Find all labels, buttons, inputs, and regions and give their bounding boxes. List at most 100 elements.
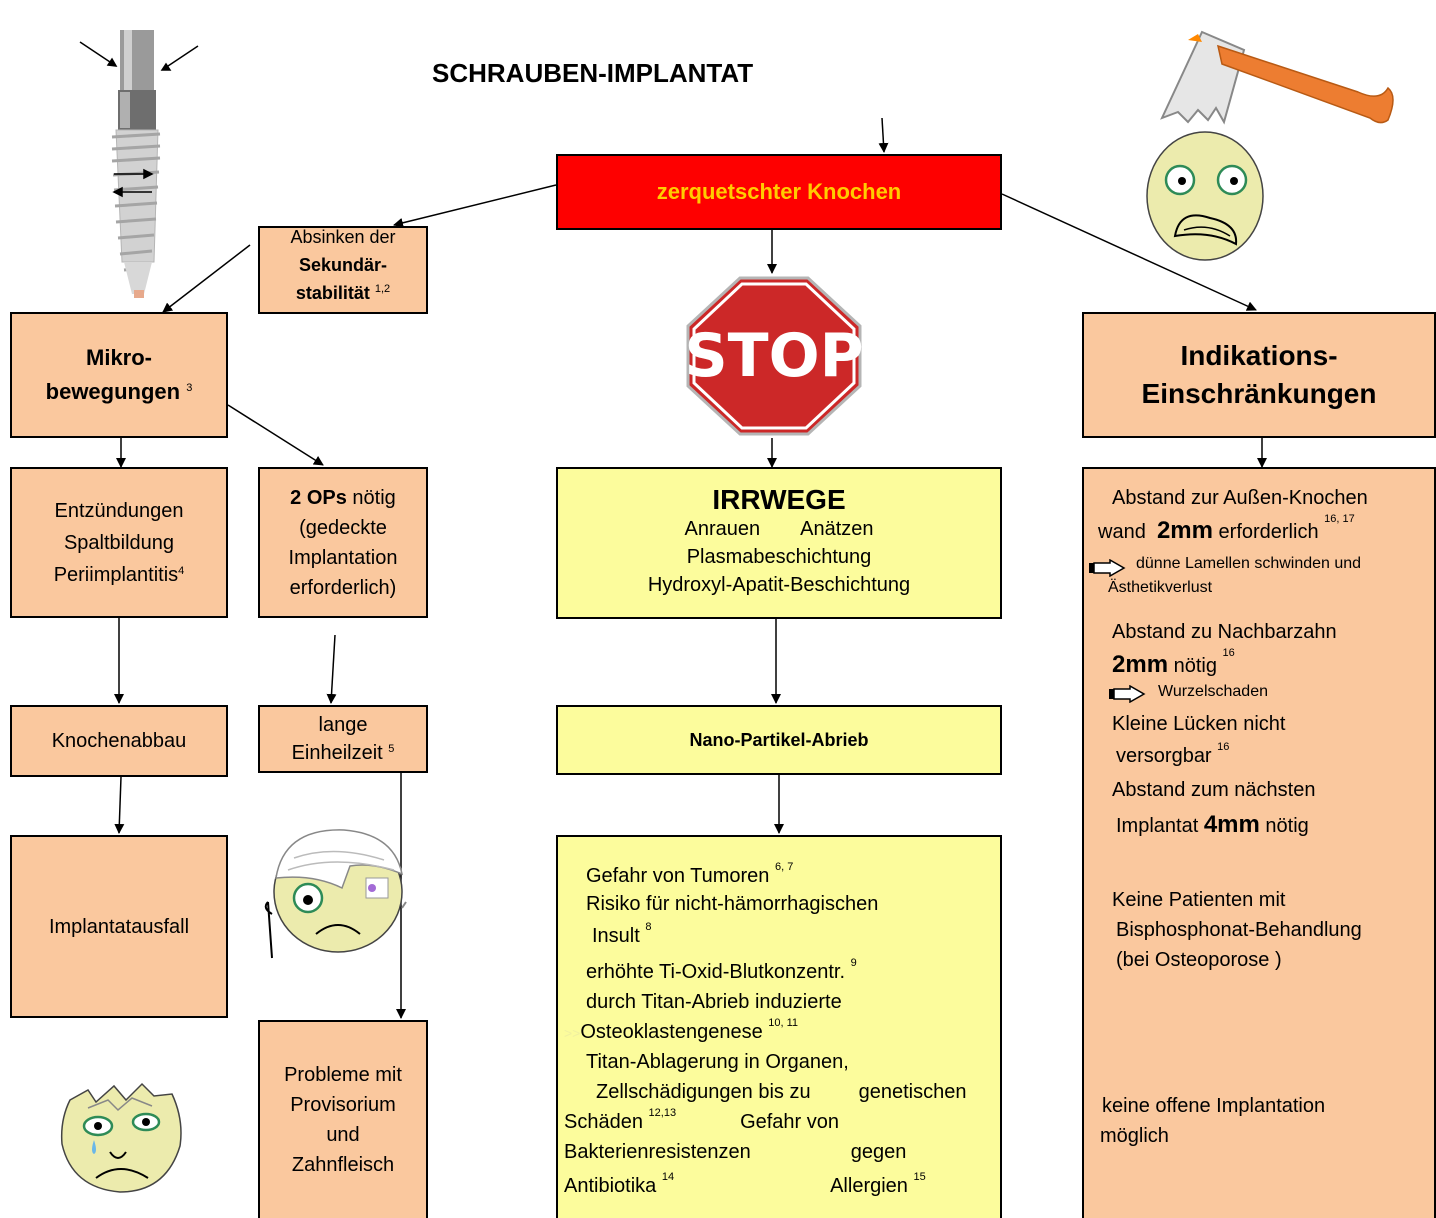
risk-l9b: Gefahr von bbox=[740, 1111, 840, 1133]
indik-d2a: Implantat bbox=[1116, 815, 1199, 837]
knochenabbau-box: Knochenabbau bbox=[10, 705, 228, 777]
risk-l6-ref: 10, 11 bbox=[768, 1017, 799, 1029]
probleme-box: Probleme mit Provisorium und Zahnfleisch bbox=[258, 1020, 428, 1218]
ops-bold: 2 OPs bbox=[290, 486, 347, 509]
arrow-right-outline-icon bbox=[1109, 685, 1146, 703]
indik-c2-ref: 16 bbox=[1217, 741, 1230, 753]
risk-l9-ref: 12,13 bbox=[648, 1107, 677, 1119]
sekundaerstabilitaet-box: Absinken der Sekundär- stabilität 1,2 bbox=[258, 226, 428, 314]
indik-a2a: wand bbox=[1098, 521, 1146, 543]
entz-line3: Periimplantitis bbox=[53, 563, 179, 586]
indik-a3: dünne Lamellen schwinden und bbox=[1136, 555, 1362, 572]
implant-screw-icon bbox=[79, 30, 199, 298]
indik-b3: Wurzelschaden bbox=[1158, 683, 1268, 700]
mikrobewegungen-box: Mikro- bewegungen 3 bbox=[10, 312, 228, 438]
indik-line2: Einschränkungen bbox=[1141, 378, 1377, 409]
risk-l8b: genetischen bbox=[858, 1081, 967, 1103]
irrwege-line2: Plasmabeschichtung bbox=[686, 546, 872, 568]
indik-b2-ref: 16 bbox=[1222, 647, 1235, 659]
indik-e3: (bei Osteoporose ) bbox=[1116, 949, 1282, 971]
mikro-line1: Mikro- bbox=[86, 345, 152, 370]
indikation-list-box: Abstand zur Außen-Knochen wand 2mm erfor… bbox=[1082, 467, 1436, 1218]
stop-sign-icon: STOP bbox=[684, 276, 864, 436]
ops-line3: Implantation bbox=[288, 546, 398, 569]
arrow-into-top bbox=[878, 117, 889, 153]
einheil-line2: Einheilzeit bbox=[291, 742, 383, 764]
page-title: SCHRAUBEN-IMPLANTAT bbox=[432, 58, 754, 88]
risk-l11b-ref: 15 bbox=[913, 1171, 926, 1183]
probleme-line2: Provisorium bbox=[290, 1094, 396, 1116]
arrow-sekundaer-to-mikro bbox=[162, 244, 251, 313]
ausfall-label: Implantatausfall bbox=[48, 915, 190, 938]
irrwege-anrauen: Anrauen bbox=[684, 518, 761, 540]
indik-f1: keine offene Implantation bbox=[1102, 1095, 1326, 1117]
risk-l11b: Allergien bbox=[830, 1175, 908, 1197]
indik-e2: Bisphosphonat-Behandlung bbox=[1116, 919, 1362, 941]
bandaged-face-icon bbox=[264, 829, 407, 959]
ops-line4: erforderlich) bbox=[289, 576, 397, 599]
entz-line1: Entzündungen bbox=[54, 499, 184, 522]
risk-l10b: gegen bbox=[850, 1141, 907, 1163]
risk-l1-ref: 6, 7 bbox=[775, 861, 794, 873]
risk-l11a: Antibiotika bbox=[564, 1175, 657, 1197]
stop-text: STOP bbox=[684, 321, 863, 391]
indik-a2b: 2mm bbox=[1156, 517, 1213, 544]
risk-l4-ref: 9 bbox=[850, 957, 857, 969]
risks-box: Gefahr von Tumoren 6, 7 Risiko für nicht… bbox=[556, 835, 1002, 1218]
zwei-ops-box: 2 OPs nötig (gedeckte Implantation erfor… bbox=[258, 467, 428, 618]
indik-a2c: erforderlich bbox=[1218, 521, 1319, 543]
sekundaer-line1: Absinken der bbox=[290, 227, 396, 247]
arrow-mikro-to-ops bbox=[227, 404, 324, 466]
nano-label: Nano-Partikel-Abrieb bbox=[689, 729, 869, 750]
risk-l3-ref: 8 bbox=[645, 921, 652, 933]
arrow-top-to-sekundaer bbox=[393, 184, 557, 228]
knochenabbau-label: Knochenabbau bbox=[51, 730, 187, 752]
entz-ref: 4 bbox=[178, 564, 185, 577]
risk-l5: durch Titan-Abrieb induzierte bbox=[586, 991, 842, 1013]
ops-rest: nötig bbox=[346, 486, 396, 509]
probleme-line3: und bbox=[326, 1124, 360, 1146]
arrow-right-outline-icon bbox=[1089, 559, 1126, 577]
worried-face-icon bbox=[1146, 131, 1264, 261]
cracked-crying-face-icon bbox=[60, 1082, 182, 1193]
arrow-top-to-indik bbox=[1001, 193, 1257, 311]
indik-a1: Abstand zur Außen-Knochen bbox=[1112, 487, 1368, 509]
indik-d2c: nötig bbox=[1265, 815, 1309, 837]
indik-d2b: 4mm bbox=[1203, 811, 1260, 838]
indik-b1: Abstand zu Nachbarzahn bbox=[1112, 621, 1337, 643]
indik-b2a: 2mm bbox=[1112, 651, 1169, 678]
mikro-line2: bewegungen bbox=[45, 379, 181, 404]
risk-l8a: Zellschädigungen bis zu bbox=[596, 1081, 811, 1103]
sekundaer-line2: Sekundär- bbox=[298, 255, 388, 275]
risk-l1: Gefahr von Tumoren bbox=[586, 865, 770, 887]
indikations-einschraenkungen-box: Indikations- Einschränkungen bbox=[1082, 312, 1436, 438]
risk-l9a: Schäden bbox=[564, 1111, 643, 1133]
entz-line2: Spaltbildung bbox=[63, 531, 175, 554]
risk-l11-ref: 14 bbox=[661, 1171, 675, 1183]
einheilzeit-box: lange Einheilzeit 5 bbox=[258, 705, 428, 773]
risk-l3: Insult bbox=[592, 925, 640, 947]
irrwege-line3: Hydroxyl-Apatit-Beschichtung bbox=[647, 574, 911, 596]
probleme-line4: Zahnfleisch bbox=[291, 1154, 395, 1176]
risk-l6: Osteoklastengenese bbox=[580, 1021, 763, 1043]
indik-d1: Abstand zum nächsten bbox=[1112, 779, 1316, 801]
indik-b2b: nötig bbox=[1173, 655, 1217, 677]
indik-a2-ref: 16, 17 bbox=[1324, 513, 1355, 525]
einheil-ref: 5 bbox=[388, 743, 395, 755]
indik-c1: Kleine Lücken nicht bbox=[1112, 713, 1286, 735]
risk-l10a: Bakterienresistenzen bbox=[564, 1141, 751, 1163]
risk-l2: Risiko für nicht-hämorrhagischen bbox=[586, 893, 879, 915]
indik-line1: Indikations- bbox=[1180, 340, 1338, 371]
arrow-ops-to-einheil bbox=[326, 634, 337, 704]
sekundaer-ref: 1,2 bbox=[374, 283, 391, 295]
arrow-knochen-to-ausfall bbox=[114, 776, 125, 834]
risk-l4: erhöhte Ti-Oxid-Blutkonzentr. bbox=[586, 961, 846, 983]
probleme-line1: Probleme mit bbox=[284, 1064, 402, 1086]
indik-c2: versorgbar bbox=[1116, 745, 1212, 767]
zerquetschter-knochen-box: zerquetschter Knochen bbox=[556, 154, 1002, 230]
indik-a4: Ästhetikverlust bbox=[1108, 579, 1213, 596]
risk-l7: Titan-Ablagerung in Organen, bbox=[586, 1051, 849, 1073]
ops-line2: (gedeckte bbox=[299, 516, 387, 539]
